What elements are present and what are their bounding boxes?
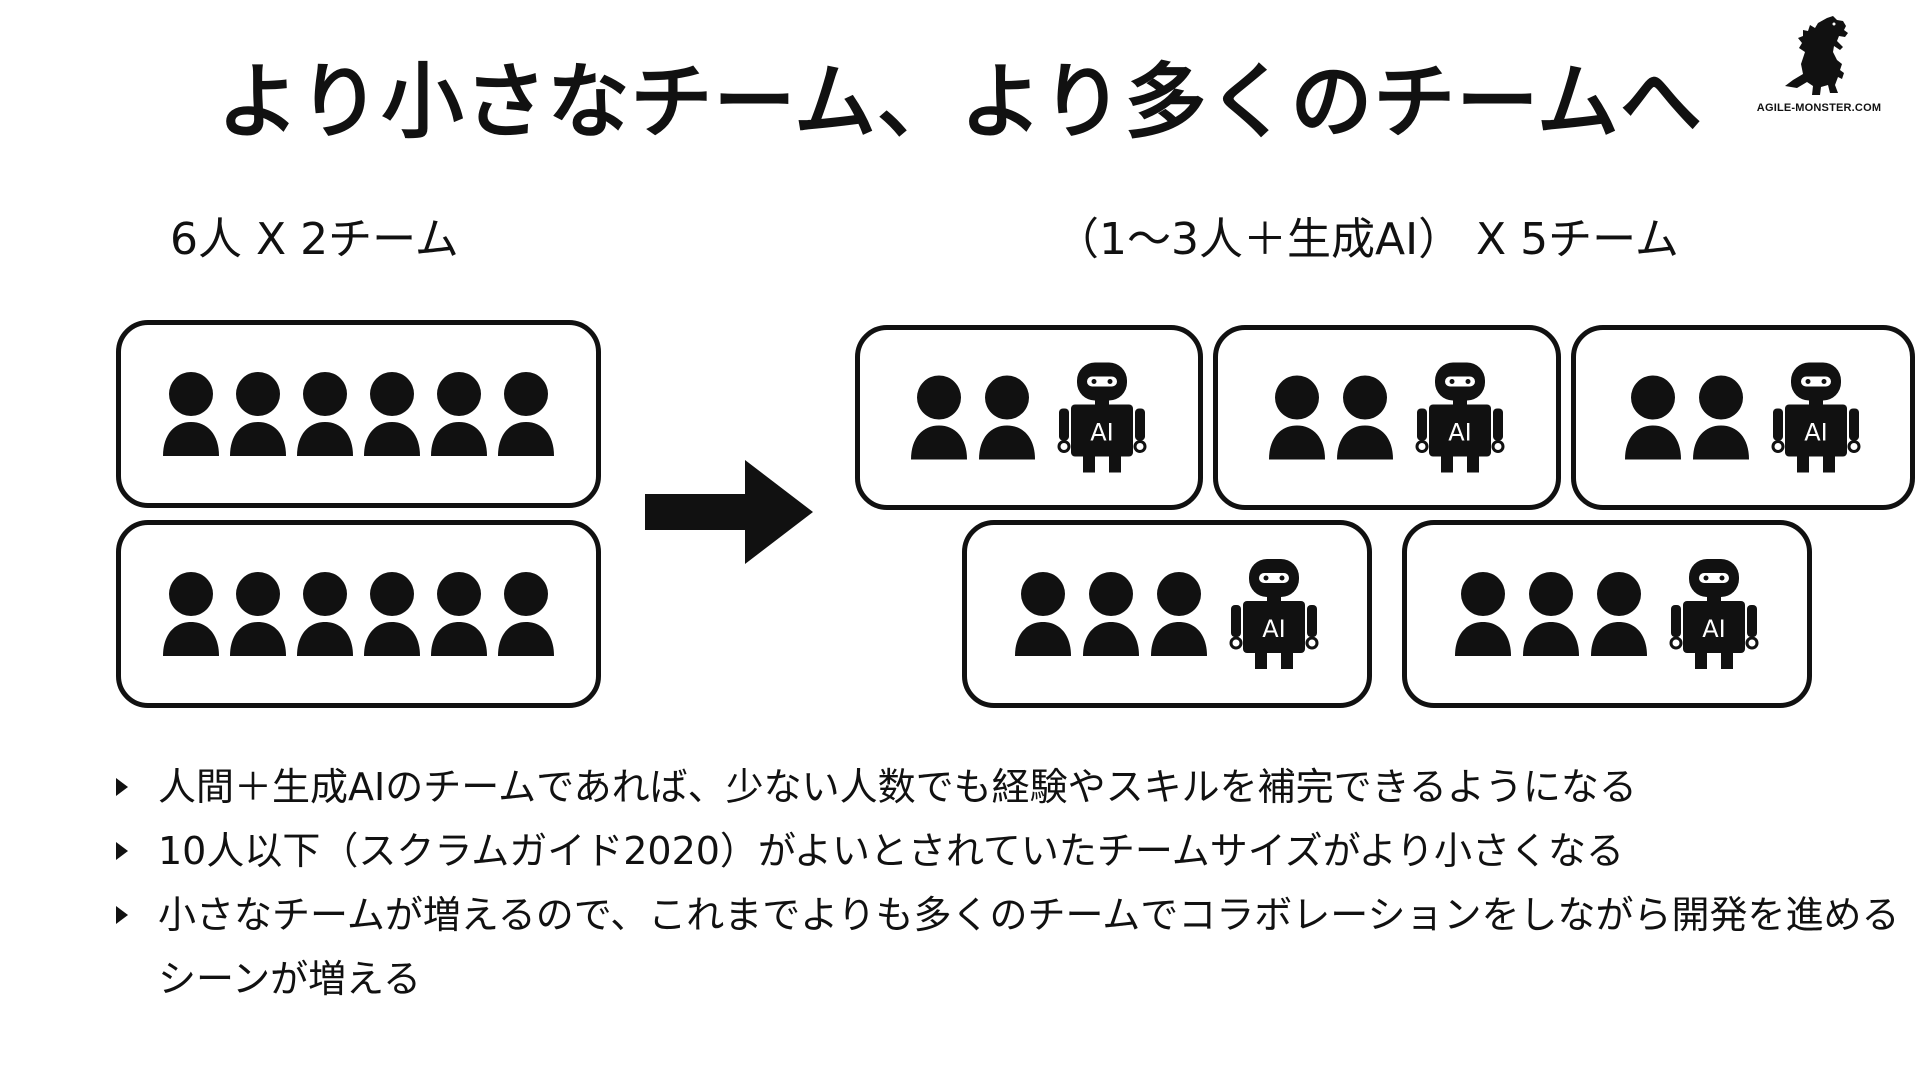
ai-robot-icon: AI [1771,362,1861,473]
ai-robot-icon: AI [1415,362,1505,473]
person-icon [1015,572,1071,656]
ai-label: AI [1804,419,1828,447]
triangle-bullet-icon [116,883,136,947]
team-box-left-1 [116,320,601,508]
ai-label: AI [1448,419,1472,447]
team-members [163,572,554,656]
ai-robot-icon: AI [1057,362,1147,473]
person-icon [364,372,420,456]
bullet-text: 小さなチームが増えるので、これまでよりも多くのチームでコラボレーションをしながら… [158,893,1900,1001]
bullet-item: 小さなチームが増えるので、これまでよりも多くのチームでコラボレーションをしながら… [112,883,1902,1011]
team-members [163,372,554,456]
team-members: AI [1625,362,1861,473]
right-group-label: （1～3人＋生成AI） X 5チーム [1055,214,1679,265]
team-members: AI [1015,559,1319,669]
bullet-list: 人間＋生成AIのチームであれば、少ない人数でも経験やスキルを補完できるようになる… [112,755,1902,1011]
person-icon [163,572,219,656]
team-box-right-2: AI [1213,325,1561,510]
bullet-item: 10人以下（スクラムガイド2020）がよいとされていたチームサイズがより小さくな… [112,819,1902,883]
person-icon [911,375,967,460]
person-icon [1523,572,1579,656]
person-icon [1083,572,1139,656]
ai-label: AI [1702,615,1726,643]
person-icon [1151,572,1207,656]
logo-text: AGILE-MONSTER.COM [1756,102,1882,114]
bullet-text: 人間＋生成AIのチームであれば、少ない人数でも経験やスキルを補完できるようになる [158,765,1637,809]
ai-label: AI [1262,615,1286,643]
slide-title: より小さなチーム、より多くのチームへ [217,55,1703,150]
team-box-right-1: AI [855,325,1203,510]
team-box-right-4: AI [962,520,1372,708]
person-icon [979,375,1035,460]
person-icon [498,572,554,656]
person-icon [431,572,487,656]
person-icon [297,372,353,456]
person-icon [498,372,554,456]
person-icon [1269,375,1325,460]
logo: AGILE-MONSTER.COM [1744,14,1894,114]
triangle-bullet-icon [116,755,136,819]
person-icon [1625,375,1681,460]
monster-silhouette-icon [1785,16,1848,95]
person-icon [1455,572,1511,656]
ai-robot-icon: AI [1229,559,1319,669]
person-icon [1591,572,1647,656]
team-members: AI [1269,362,1505,473]
ai-label: AI [1090,419,1114,447]
team-members: AI [911,362,1147,473]
ai-robot-icon: AI [1669,559,1759,669]
bullet-item: 人間＋生成AIのチームであれば、少ない人数でも経験やスキルを補完できるようになる [112,755,1902,819]
person-icon [163,372,219,456]
person-icon [230,572,286,656]
person-icon [1337,375,1393,460]
person-icon [230,372,286,456]
left-group-label: 6人 X 2チーム [170,214,459,265]
triangle-bullet-icon [116,819,136,883]
bullet-text: 10人以下（スクラムガイド2020）がよいとされていたチームサイズがより小さくな… [158,829,1624,873]
person-icon [1693,375,1749,460]
team-box-right-3: AI [1571,325,1915,510]
team-members: AI [1455,559,1759,669]
team-box-left-2 [116,520,601,708]
person-icon [297,572,353,656]
right-arrow-icon [645,460,813,564]
person-icon [364,572,420,656]
team-box-right-5: AI [1402,520,1812,708]
person-icon [431,372,487,456]
